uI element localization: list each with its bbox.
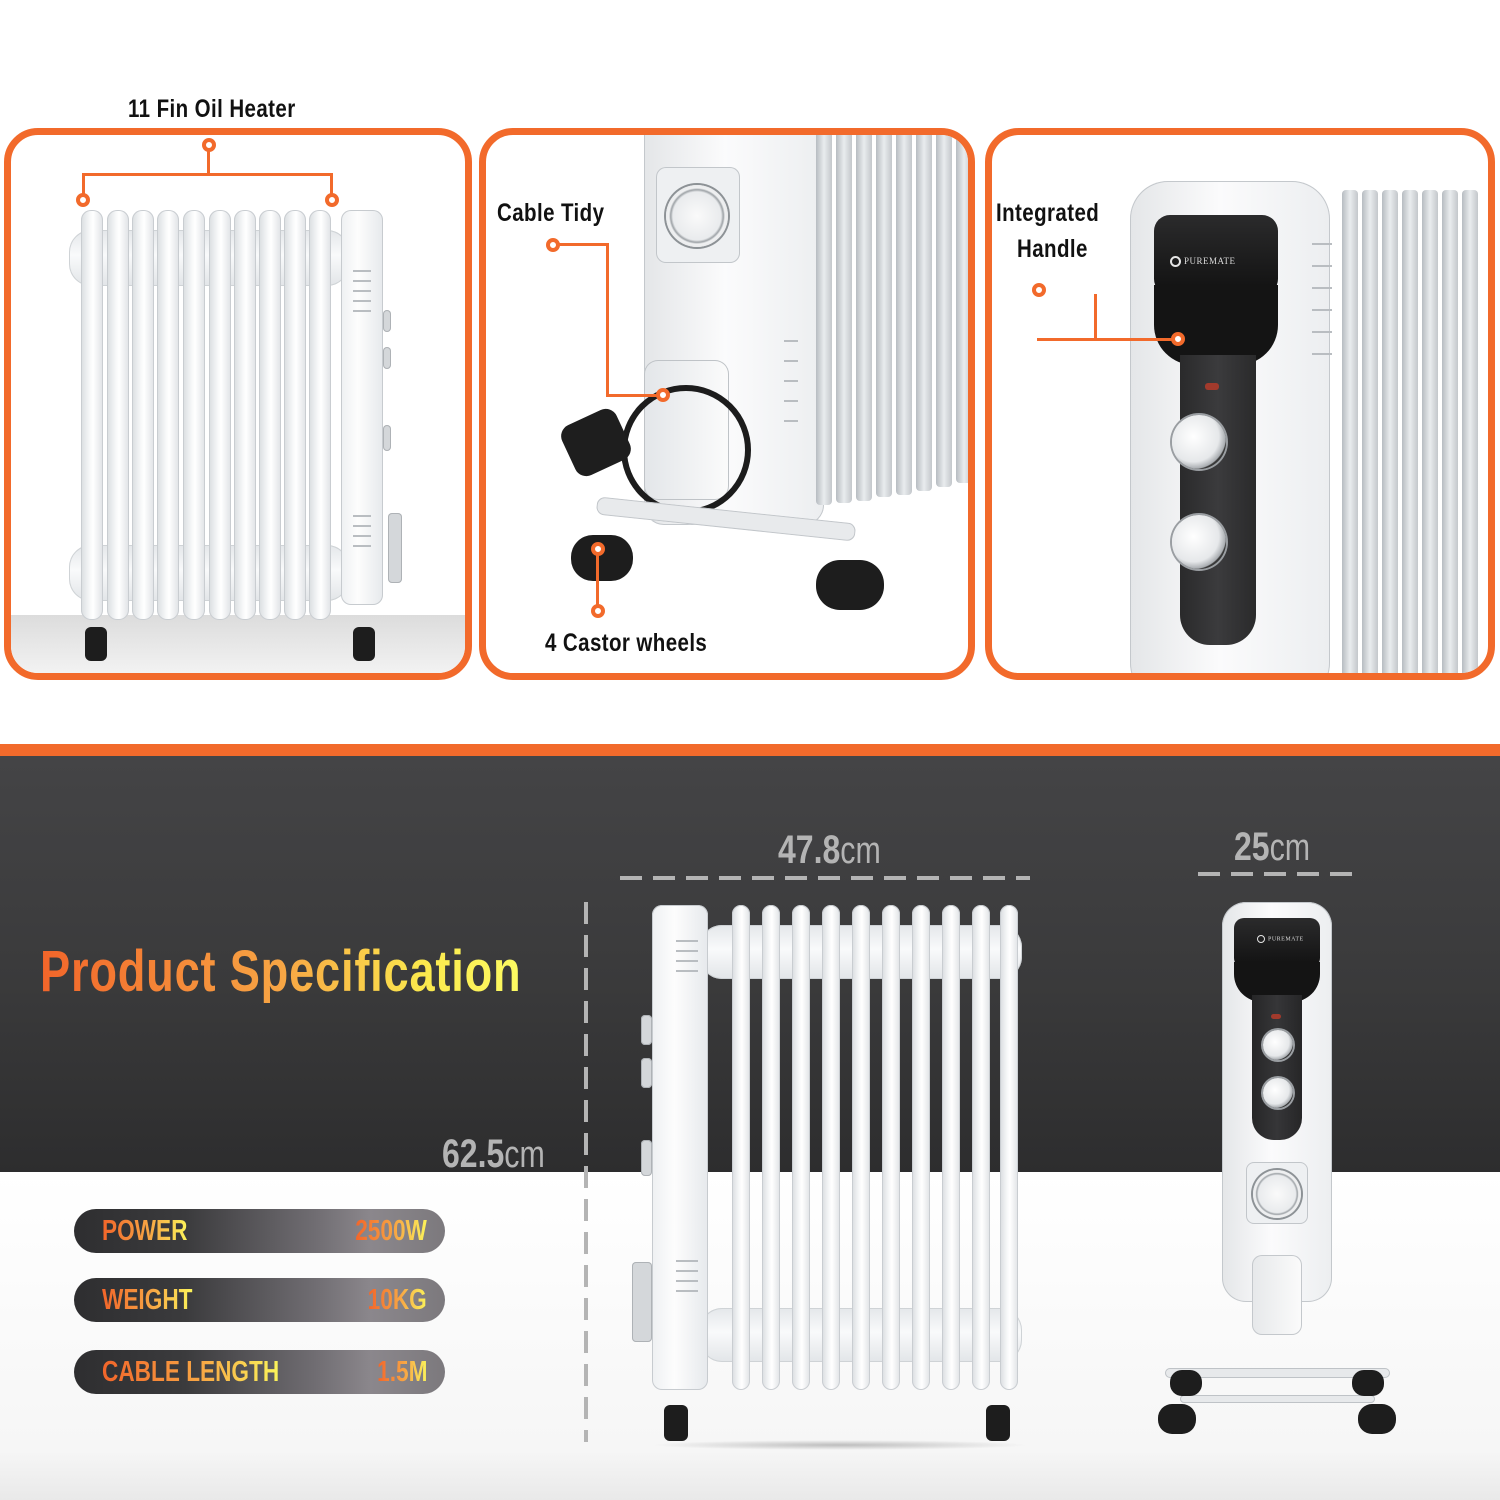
dimension-height-unit: cm — [504, 1134, 545, 1176]
dimension-height-line — [584, 902, 588, 1442]
callout-label-cable-tidy: Cable Tidy — [497, 199, 605, 227]
dimension-width: 47.8cm — [778, 830, 881, 870]
dimension-depth-value: 25 — [1234, 825, 1270, 869]
panel-front-view — [4, 128, 472, 680]
callout-dot-left-fin — [76, 193, 90, 207]
thermostat-knob — [1172, 415, 1226, 469]
brand-text: PUREMATE — [1184, 256, 1236, 266]
panel-handle: PUREMATE — [985, 128, 1495, 680]
callout-dot-handle-label — [1032, 283, 1046, 297]
callout-line — [606, 394, 658, 397]
section-divider — [0, 744, 1500, 756]
timer-dial — [1253, 1170, 1301, 1218]
dimension-width-unit: cm — [840, 830, 881, 872]
thermostat-knob — [1263, 1030, 1293, 1060]
callout-dot-cable-hook — [656, 388, 670, 402]
floor-shadow — [11, 615, 465, 673]
callout-label-castor-wheels: 4 Castor wheels — [545, 629, 708, 657]
dimension-depth-unit: cm — [1269, 827, 1311, 869]
dimension-height-value: 62.5 — [442, 1132, 505, 1176]
dimension-height: 62.5cm — [442, 1134, 545, 1174]
castor-wheel — [571, 535, 633, 581]
spec-row-power: POWER 2500W — [74, 1209, 445, 1253]
dimension-width-value: 47.8 — [778, 828, 841, 872]
callout-line — [596, 555, 599, 605]
callout-line — [558, 243, 608, 246]
power-setting-knob — [1263, 1078, 1293, 1108]
callout-dot-castor — [591, 604, 605, 618]
castor-wheel — [816, 560, 884, 610]
callout-dot-wheel — [591, 542, 605, 556]
callout-dot-11-fin — [202, 138, 216, 152]
spec-row-cable-length: CABLE LENGTH 1.5M — [74, 1350, 445, 1394]
callout-line — [207, 151, 210, 175]
power-indicator-led — [1205, 383, 1219, 390]
spec-value: 1.5M — [377, 1353, 427, 1391]
callout-label-integrated: Integrated — [996, 199, 1100, 227]
callout-line — [330, 173, 333, 195]
spec-key: WEIGHT — [102, 1281, 192, 1319]
spec-value: 2500W — [355, 1212, 427, 1250]
callout-line — [82, 173, 332, 176]
callout-label-handle: Handle — [1017, 235, 1088, 263]
spec-title: Product Specification — [40, 939, 522, 1004]
spec-key: CABLE LENGTH — [102, 1353, 279, 1391]
spec-value: 10KG — [368, 1281, 427, 1319]
spec-row-weight: WEIGHT 10KG — [74, 1278, 445, 1322]
coiled-cable — [621, 385, 751, 515]
timer-dial — [666, 185, 728, 247]
callout-line — [606, 243, 609, 396]
callout-dot-handle — [1171, 332, 1185, 346]
brand-logo-small: PUREMATE — [1257, 935, 1304, 943]
spec-key: POWER — [102, 1212, 187, 1250]
cable-hook — [1252, 1255, 1302, 1335]
panel-cable-wheels — [479, 128, 975, 680]
callout-line — [82, 173, 85, 195]
callout-dot-right-fin — [325, 193, 339, 207]
power-setting-knob — [1172, 515, 1226, 569]
dimension-depth-line — [1198, 872, 1353, 876]
callout-label-11-fin: 11 Fin Oil Heater — [128, 95, 296, 123]
dimension-width-line — [620, 876, 1030, 880]
brand-text: PUREMATE — [1268, 936, 1304, 943]
brand-logo: PUREMATE — [1170, 256, 1236, 268]
dimension-depth: 25cm — [1234, 827, 1310, 867]
callout-line — [1094, 294, 1097, 340]
callout-line — [1037, 338, 1173, 341]
